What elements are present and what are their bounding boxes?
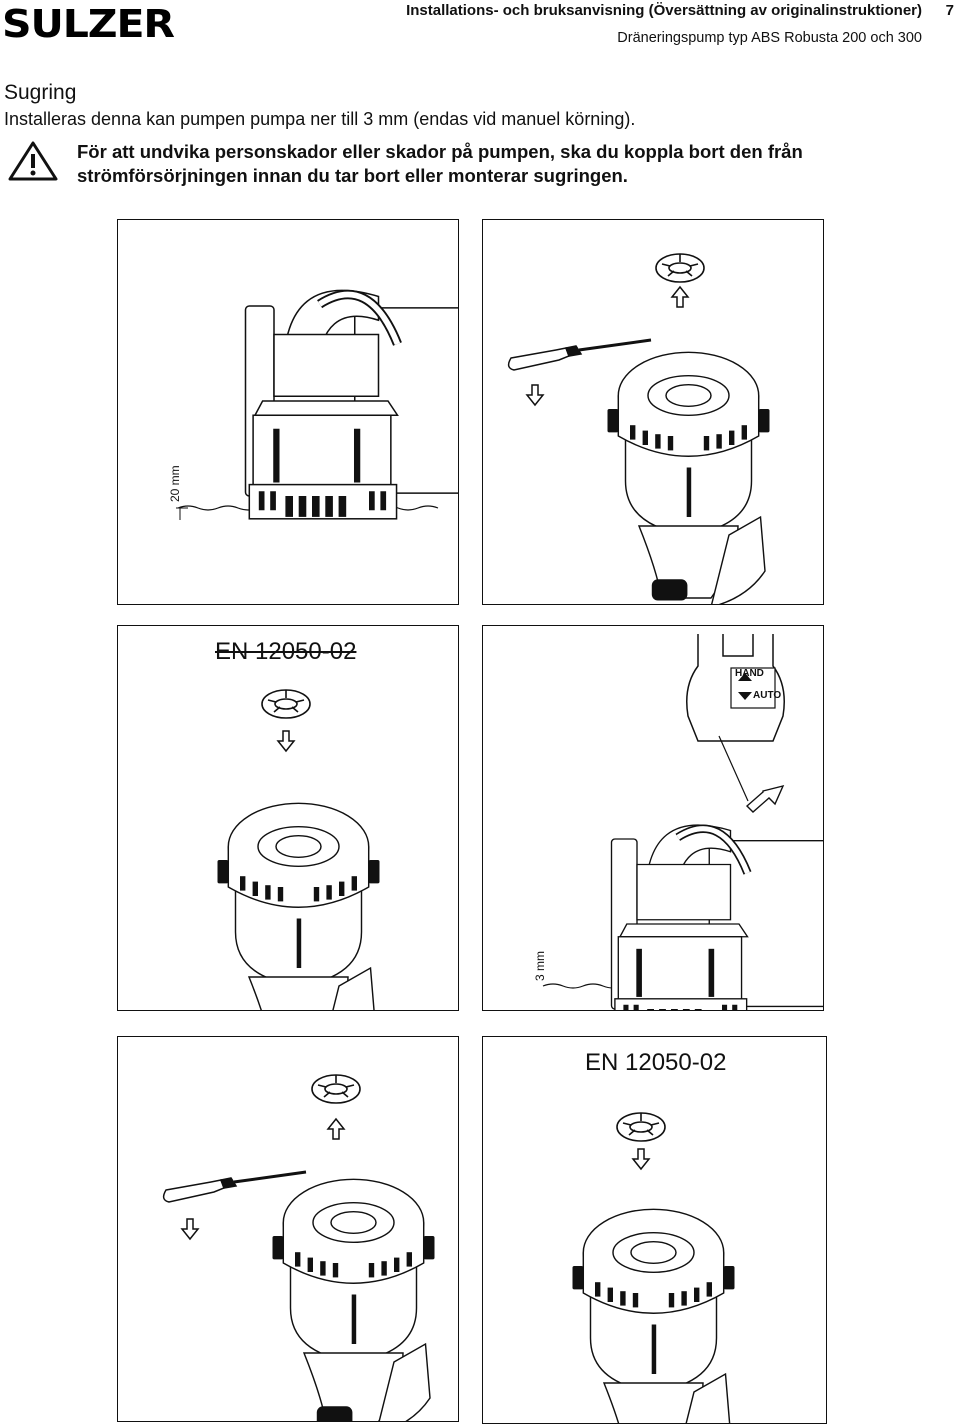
standard-label-struck: EN 12050-02 [215, 638, 357, 665]
figure-panel-remove-ring [482, 219, 824, 605]
sulzer-logo: SULZER [2, 2, 175, 46]
document-title: Installations- och bruksanvisning (Övers… [406, 2, 922, 19]
dimension-label: 20 mm [168, 465, 182, 502]
switch-hand-label: HAND [735, 668, 764, 679]
pump-drawing [162, 1074, 436, 1421]
pump-drawing [216, 689, 381, 1010]
figure-panel-remove-ring-2 [117, 1036, 459, 1422]
document-subtitle: Dräneringspump typ ABS Robusta 200 och 3… [617, 30, 922, 46]
pump-drawing [571, 1112, 736, 1423]
figure-panel-install-ring: EN 12050-02 [117, 625, 459, 1011]
pump-drawing [507, 253, 771, 604]
standard-label: EN 12050-02 [585, 1049, 727, 1076]
intro-text: Installeras denna kan pumpen pumpa ner t… [4, 109, 636, 129]
figure-panel-pump-20mm: 20 mm [117, 219, 459, 605]
figure-panel-install-ring-2: EN 12050-02 [482, 1036, 827, 1424]
dimension-label: 3 mm [533, 951, 547, 981]
warning-icon [8, 141, 58, 181]
switch-auto-label: AUTO [753, 690, 782, 701]
pump-drawing [542, 634, 824, 1011]
warning-text: För att undvika personskador eller skado… [77, 141, 803, 186]
figure-panel-pump-3mm: HAND AUTO 3 mm [482, 625, 824, 1011]
page-number: 7 [945, 2, 954, 19]
pump-drawing [176, 220, 459, 605]
section-title: Sugring [4, 81, 77, 104]
